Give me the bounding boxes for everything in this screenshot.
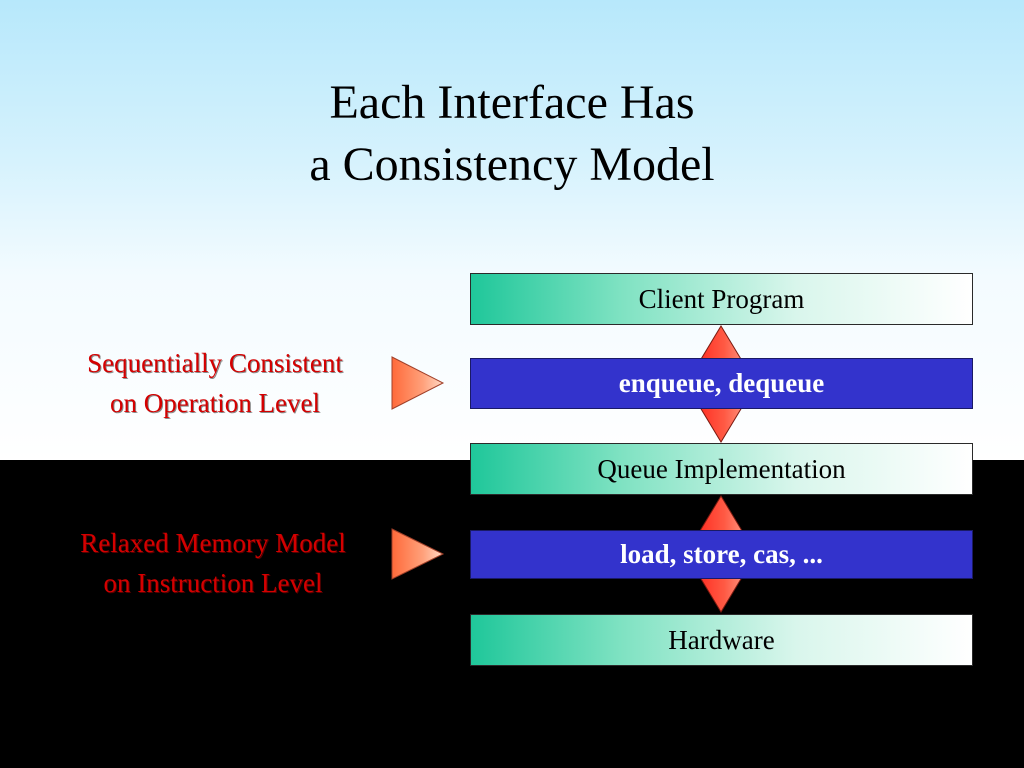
layer-queue-implementation: Queue Implementation [470, 443, 973, 495]
layer-hardware-label: Hardware [668, 624, 775, 655]
arrow-right-icon-top [391, 356, 445, 410]
layer-hardware: Hardware [470, 614, 973, 666]
interface-enqueue-dequeue: enqueue, dequeue [470, 358, 973, 409]
title-line-1: Each Interface Has [329, 76, 695, 129]
layer-client-program-label: Client Program [638, 283, 805, 314]
layer-client-program: Client Program [470, 273, 973, 325]
title-line-2: a Consistency Model [309, 138, 715, 191]
label-top-line-1: Sequentially Consistent [87, 348, 343, 378]
label-relaxed-memory-model: Relaxed Memory Model on Instruction Leve… [28, 523, 398, 603]
interface-load-store-cas: load, store, cas, ... [470, 530, 973, 579]
interface-enqueue-dequeue-label: enqueue, dequeue [618, 368, 825, 398]
interface-load-store-cas-label: load, store, cas, ... [620, 539, 823, 569]
label-bottom-line-2: on Instruction Level [103, 568, 323, 598]
label-top-line-2: on Operation Level [110, 388, 320, 418]
layer-queue-implementation-label: Queue Implementation [597, 453, 846, 484]
label-sequentially-consistent: Sequentially Consistent on Operation Lev… [30, 343, 400, 423]
arrow-right-icon-bottom [391, 528, 445, 580]
slide-title: Each Interface Has a Consistency Model [0, 72, 1024, 196]
label-bottom-line-1: Relaxed Memory Model [80, 528, 346, 558]
